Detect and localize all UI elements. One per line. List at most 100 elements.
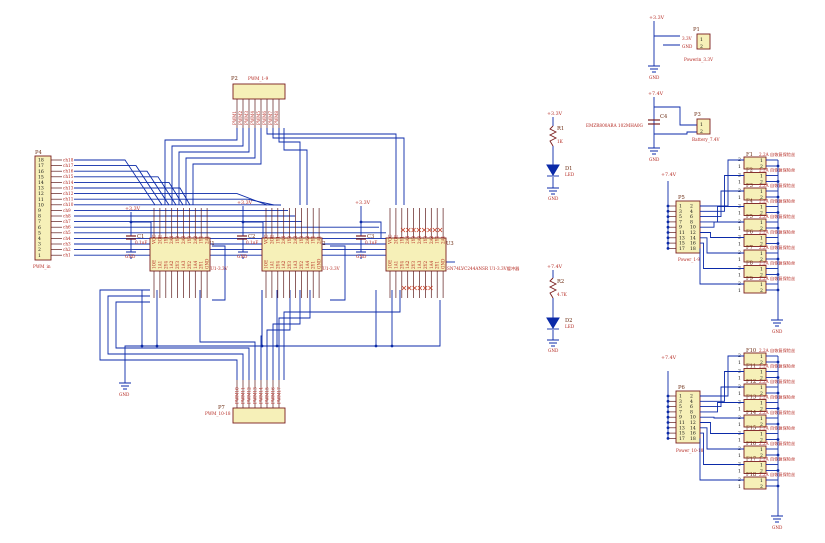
pin-name: 1Y2 [411,236,416,244]
pin-number: 13 [679,235,685,241]
fuse-body [743,218,767,232]
pin-number: 1 [760,463,763,469]
pin-number: 1 [738,211,741,217]
no-connect-mark [417,285,423,291]
fuse-ref: F7 [746,245,753,251]
fuse-wire [700,237,744,254]
pin-name: 2Y3 [287,261,292,269]
pin-name: 1Y4 [311,236,316,244]
pin-number: 13 [38,186,44,192]
pin-name: 1Y3 [187,236,192,244]
pin-number: 1 [760,416,763,422]
fuse-ref: F14 [746,410,757,416]
pin-name: 1A4 [305,260,310,269]
rail-label: +3.3V [355,200,371,206]
connector-ref: P1 [693,27,700,33]
gnd-label: GND [548,196,559,201]
no-connect-mark [421,227,427,233]
pin-number: 4 [38,236,41,242]
net-label: ch11 [63,197,74,202]
pin-name: 2A4 [169,235,174,244]
net-label: ch3 [63,241,71,246]
wire [199,290,256,380]
pin-number: 2 [690,204,693,210]
fuse-ref: F15 [746,426,756,432]
res-ref: R1 [557,126,564,132]
pin-number: 7 [679,409,682,415]
pin-number: 1 [738,273,741,279]
pin-number: 4 [690,209,693,215]
net-label: ch13 [63,185,74,190]
pin-number: 2 [760,453,763,459]
wire [272,290,301,380]
cap-value: 0.1uF [246,240,258,245]
fuse-wire [700,355,744,397]
no-connect-mark [432,227,438,233]
fuse-wire [700,386,744,408]
fuse-wire [700,242,744,269]
pin-number: 1 [760,189,763,195]
connector-name: PWM_10-18 [205,411,231,416]
pin-name: 2A1 [317,235,322,244]
rail-label: +7.4V [661,355,677,361]
fuse-label: 2.2A 自恢复保险丝 [759,394,795,401]
fuse-label: 2.2A 自恢复保险丝 [759,456,795,463]
pin-name: 2A2 [305,235,310,244]
supply-wire [130,212,152,252]
pin-name: 1A2 [169,260,174,269]
pin-name: 1OE [264,260,269,269]
pin-name: 2A4 [281,235,286,244]
pin-number: 1 [760,354,763,360]
connector-body [696,33,711,50]
fuse-body [743,383,767,397]
pin-name: 1Y1 [399,236,404,244]
connector-ref: P3 [694,112,701,118]
fuse-body [743,249,767,263]
pin-name: 1A1 [269,260,274,269]
ground-symbol [238,251,248,259]
fuse-wire [700,432,744,465]
input-bus-wire [74,198,275,206]
pin-name: 1OE [388,260,393,269]
no-connect-mark [428,285,433,291]
pin-number: 15 [679,241,685,247]
no-connect-mark [411,227,416,233]
pin-number: 14 [690,235,696,241]
net-label: PWM8 [274,111,279,125]
fuse-ref: F3 [746,183,753,189]
fuse-label: 2.2A 自恢复保险丝 [759,378,795,385]
net-label: ch8 [63,213,71,218]
led-label: LED [565,324,575,329]
pin-name: GND [441,258,446,269]
fuse-body [743,461,767,474]
pin-number: 1 [760,236,763,242]
wire [171,128,244,205]
pin-number: 2 [760,211,763,217]
fuse-label: 2.2A 自恢复保险丝 [759,244,795,251]
pin-name: 2Y3 [411,261,416,269]
pin-number: 2 [760,407,763,413]
ground-symbol [356,251,366,259]
fuse-ref: F13 [746,395,756,401]
fuse-label: 2.2A 自恢复保险丝 [759,198,795,205]
fuse-wire [700,427,744,450]
fuse-label: 2.2A 自恢复保险丝 [759,471,795,478]
pin-name: 1A2 [281,260,286,269]
pin-number: 8 [690,219,693,225]
net-label: ch2 [63,247,71,252]
pin-number: 1 [738,360,741,366]
pin-number: 14 [690,425,696,431]
svg-text:2: 2 [700,129,703,135]
pin-number: 12 [690,420,696,426]
pin-number: 1 [738,257,741,263]
pin-name: 2A1 [441,235,446,244]
pin-number: 11 [679,230,685,236]
chip-ref: U3 [446,241,454,247]
pin-name: 2Y4 [399,261,404,269]
power-input-p1: +3.3V P1 12 3.3V GND Powerin_3.3V GND [648,15,714,80]
pin-number: 15 [679,431,685,437]
pin-name: 2OE [157,235,162,244]
pin-number: 1 [738,164,741,170]
